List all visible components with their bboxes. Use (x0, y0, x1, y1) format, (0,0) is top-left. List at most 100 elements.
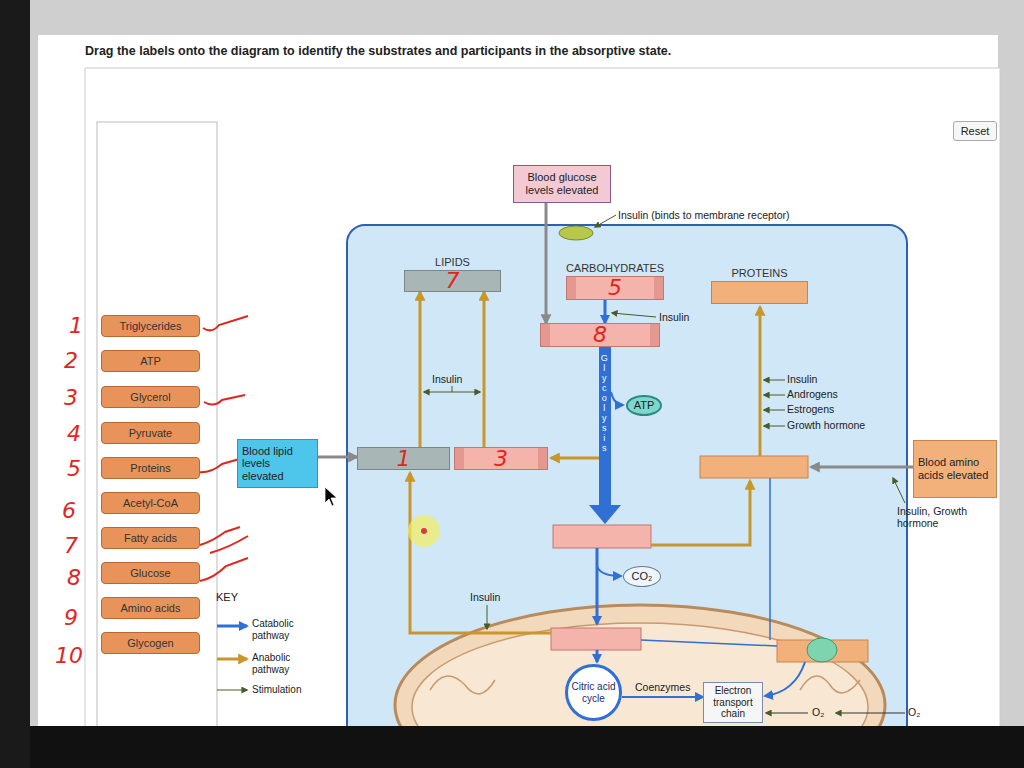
legend-text: Stimulation (252, 684, 314, 696)
hormone-label: Insulin (470, 591, 500, 603)
box-text: Citric acid cycle (568, 681, 619, 704)
legend-text: Anabolic pathway (252, 652, 314, 675)
box-text: Triglycerides (120, 320, 182, 333)
box-text: Glycerol (130, 391, 170, 404)
co2-circle: CO₂ (623, 566, 661, 587)
condition-box: Blood lipid levels elevated (237, 439, 318, 488)
membrane-receptor (559, 226, 593, 240)
hormone-label: Growth hormone (787, 419, 865, 431)
box-text: CO₂ (632, 570, 653, 583)
callout-number: 6 (62, 498, 76, 523)
box-heading: PROTEINS (731, 267, 787, 279)
flow-arrow (419, 292, 422, 447)
condition-box: Blood glucose levels elevated (513, 165, 611, 203)
handwritten-number: 5 (608, 277, 622, 299)
box-text: Glucose (130, 567, 170, 580)
stimulation-arrow (893, 478, 905, 503)
flow-arrow (318, 456, 357, 459)
box-text: Pyruvate (129, 427, 172, 440)
atp-arrow (611, 392, 623, 405)
glycolysis-arrow-head (589, 505, 621, 524)
handwritten-number: 7 (446, 270, 460, 292)
box-heading: CARBOHYDRATES (566, 262, 664, 274)
callout-number: 10 (55, 643, 83, 668)
catabolic-arrow (596, 650, 599, 662)
legend-text: Catabolic pathway (252, 618, 314, 641)
condition-box: Blood amino acids elevated (913, 440, 997, 498)
check-mark (210, 536, 248, 553)
page-title: Drag the labels onto the diagram to iden… (85, 44, 671, 58)
oxygen-arrow (766, 713, 808, 714)
hormone-label: Insulin (432, 373, 462, 385)
box-heading: LIPIDS (435, 256, 470, 268)
legend-sample (217, 658, 247, 661)
stimulation-arrow (764, 410, 785, 411)
stimulation-arrow (595, 215, 616, 227)
label-tile: Glycogen (101, 632, 200, 654)
hormone-label: Androgens (787, 388, 838, 400)
box-text: Blood glucose levels elevated (514, 171, 610, 196)
label-tile: Acetyl-CoA (101, 492, 200, 514)
handwritten-number: 3 (494, 448, 508, 470)
check-mark (200, 558, 248, 581)
input-arrow (811, 466, 913, 469)
label-tile: Fatty acids (101, 527, 200, 549)
transport-protein (807, 638, 837, 662)
pathway-label: Glycolysis (599, 353, 609, 453)
label-tile: Glycerol (101, 386, 200, 408)
legend-sample (217, 690, 247, 691)
callout-number: 9 (64, 605, 78, 630)
drop-box: 8 (540, 323, 660, 347)
mouse-cursor (325, 487, 337, 506)
label-tile: Amino acids (101, 597, 200, 619)
hormone-label: Estrogens (787, 403, 834, 415)
glycolysis-arrow (599, 347, 611, 505)
drop-box (553, 525, 651, 548)
handwritten-number: 8 (593, 324, 607, 346)
label-tile: Triglycerides (101, 315, 200, 337)
stimulation-tick (452, 386, 453, 392)
callout-number: 5 (67, 456, 81, 481)
hormone-label: Insulin (659, 311, 689, 323)
callout-number: 8 (67, 565, 81, 590)
click-highlight (408, 515, 440, 547)
stimulation-arrow (764, 395, 785, 396)
stimulation-arrow (487, 605, 488, 629)
catabolic-arrow (596, 548, 599, 624)
flow-arrow (483, 292, 486, 447)
anabolic-arrow (551, 457, 599, 460)
check-mark (204, 395, 245, 405)
box-text: Reset (961, 125, 990, 138)
drop-box (551, 628, 641, 650)
flow-arrow (545, 203, 548, 323)
legend-heading: KEY (216, 591, 238, 604)
legend-sample (217, 625, 247, 628)
anabolic-arrow (410, 473, 551, 633)
box-text: Acetyl-CoA (123, 497, 178, 510)
gas-label: O₂ (908, 706, 920, 718)
hormone-label: Insulin, Growth hormone (897, 505, 992, 529)
label-panel (97, 122, 217, 742)
callout-number: 7 (64, 533, 78, 558)
stimulation-arrow (764, 380, 785, 381)
catabolic-arrow (765, 662, 805, 696)
box-text: Proteins (130, 462, 170, 475)
hormone-label: Insulin (787, 373, 817, 385)
catabolic-line (641, 640, 777, 646)
handwritten-number: 1 (397, 448, 411, 470)
screen-bezel (0, 726, 1024, 768)
catabolic-line (769, 478, 771, 640)
stimulation-arrow (764, 426, 785, 427)
drop-box (700, 456, 808, 478)
screen-bezel (0, 0, 30, 768)
box-text: Amino acids (121, 602, 181, 615)
drop-box: PROTEINS (711, 281, 808, 304)
check-mark (200, 527, 240, 545)
label-tile: Pyruvate (101, 422, 200, 444)
hormone-label: Insulin (binds to membrane receptor) (618, 209, 790, 221)
drop-box: LIPIDS7 (404, 270, 501, 292)
label-tile: Proteins (101, 457, 200, 479)
callout-number: 2 (64, 348, 78, 373)
box-text: ATP (634, 399, 655, 412)
